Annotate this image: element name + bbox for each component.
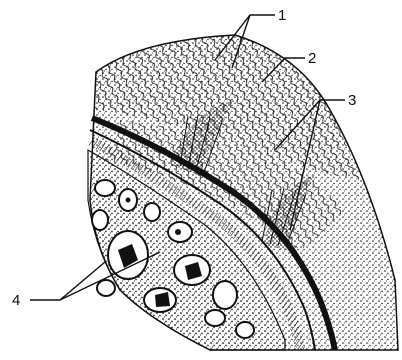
- label-2: 2: [308, 50, 316, 67]
- label-1: 1: [278, 7, 286, 24]
- label-3: 3: [348, 92, 356, 109]
- label-4: 4: [12, 292, 20, 309]
